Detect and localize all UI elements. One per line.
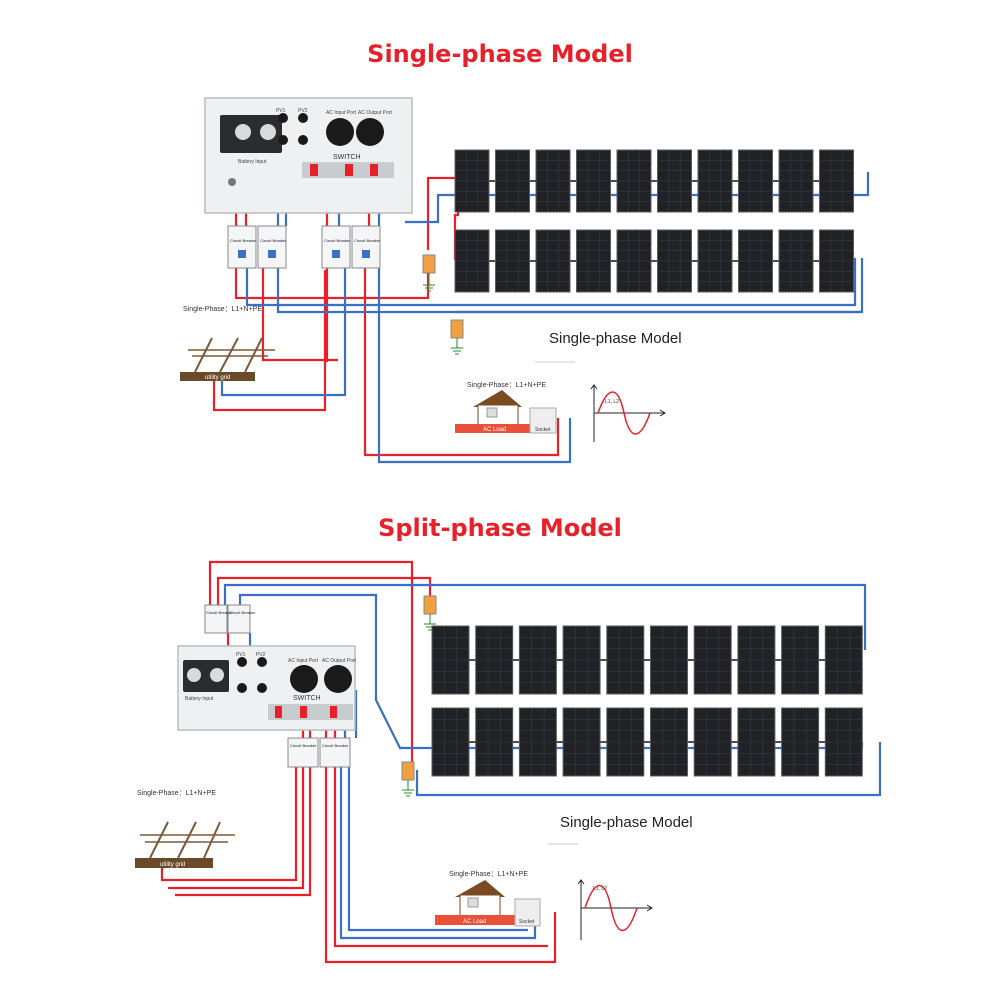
- grid-supply-label: Single-Phase：L1+N+PE: [183, 306, 262, 313]
- ac-load-label: AC Load: [483, 427, 506, 433]
- array-label: Single-phase Model: [560, 814, 693, 831]
- waveform-label: L1, L2: [605, 399, 619, 405]
- ground-icon: [451, 338, 463, 355]
- switch-label: SWITCH: [333, 154, 361, 161]
- socket-label: Socket: [519, 919, 535, 925]
- switch-label: SWITCH: [293, 695, 321, 702]
- pv-port-icon: [257, 683, 267, 693]
- surge-protector: [401, 761, 415, 797]
- single-phase-diagram: Battery Input PV1 PV2 AC Input Port AC O…: [180, 97, 870, 464]
- house-icon: [473, 390, 522, 407]
- breaker-label: Circuit Breaker: [354, 238, 381, 243]
- ground-icon: [423, 273, 435, 292]
- battery-terminal-icon: [187, 668, 201, 682]
- ac-output-label: AC Output Port: [322, 658, 357, 664]
- battery-input-label: Battery Input: [238, 159, 267, 165]
- pv2-label: PV2: [298, 108, 308, 114]
- load-supply-label: Single-Phase：L1+N+PE: [449, 871, 528, 878]
- load-supply-label: Single-Phase：L1+N+PE: [467, 382, 546, 389]
- circuit-breakers: Circuit Breaker Circuit Breaker Circuit …: [227, 225, 381, 269]
- split-phase-diagram: Circuit Breaker Circuit Breaker Battery …: [135, 560, 882, 964]
- surge-protector: [450, 319, 464, 355]
- breaker-label: Circuit Breaker: [229, 610, 256, 615]
- circuit-breakers-top: Circuit Breaker Circuit Breaker: [204, 604, 256, 634]
- socket-icon: [514, 898, 541, 927]
- socket-label: Socket: [535, 427, 551, 433]
- breaker-label: Circuit Breaker: [322, 743, 349, 748]
- sine-waveform: L1, L2: [590, 384, 666, 442]
- breaker-label: Circuit Breaker: [324, 238, 351, 243]
- pv-port-icon: [298, 135, 308, 145]
- pv1-label: PV1: [276, 108, 286, 114]
- utility-grid: Single-Phase：L1+N+PE utility grid: [180, 306, 275, 381]
- house-icon: [455, 880, 505, 897]
- ac-load-label: AC Load: [463, 919, 486, 925]
- sine-wave-icon: [597, 391, 651, 435]
- battery-input-label: Battery Input: [185, 696, 214, 702]
- ac-input-port-icon: [326, 118, 354, 146]
- circuit-breakers-bottom: Circuit Breaker Circuit Breaker: [287, 737, 351, 768]
- pv-port-icon: [257, 657, 267, 667]
- power-pole-icon: [149, 821, 221, 859]
- battery-terminal-icon: [210, 668, 224, 682]
- pv-port-icon: [298, 113, 308, 123]
- ac-input-label: AC Input Port: [326, 110, 357, 116]
- grid-supply-label: Single-Phase：L1+N+PE: [137, 790, 216, 797]
- surge-protector: [422, 254, 436, 292]
- solar-array: [454, 149, 854, 293]
- ac-input-label: AC Input Port: [288, 658, 319, 664]
- array-label: Single-phase Model: [549, 330, 682, 347]
- waveform-label: L1, L2: [593, 886, 607, 892]
- pv-port-icon: [278, 135, 288, 145]
- pv1-label: PV1: [236, 652, 246, 658]
- sine-wave-icon: [584, 885, 638, 931]
- socket-icon: [529, 407, 557, 434]
- inverter-unit: Battery Input PV1 PV2 AC Input Port AC O…: [204, 97, 413, 214]
- ground-icon: [402, 780, 414, 797]
- breaker-label: Circuit Breaker: [260, 238, 287, 243]
- ac-input-port-icon: [290, 665, 318, 693]
- ac-output-port-icon: [324, 665, 352, 693]
- pv2-label: PV2: [256, 652, 266, 658]
- breaker-label: Circuit Breaker: [230, 238, 257, 243]
- surge-protector: [423, 595, 437, 631]
- section-title-split-phase: Split-phase Model: [378, 514, 622, 542]
- ac-output-port-icon: [356, 118, 384, 146]
- breaker-label: Circuit Breaker: [206, 610, 233, 615]
- solar-array: [431, 625, 863, 777]
- ground-icon: [424, 614, 436, 631]
- utility-grid-label: utility grid: [160, 862, 185, 868]
- power-pole-icon: [194, 337, 263, 373]
- pv-port-icon: [237, 657, 247, 667]
- ac-load: Single-Phase：L1+N+PE AC Load Socket: [435, 871, 541, 927]
- ac-output-label: AC Output Port: [358, 110, 393, 116]
- utility-grid: Single-Phase：L1+N+PE utility grid: [135, 790, 235, 868]
- battery-terminal-icon: [260, 124, 276, 140]
- utility-grid-label: utility grid: [205, 375, 230, 381]
- section-title-single-phase: Single-phase Model: [367, 40, 633, 68]
- battery-terminal-icon: [235, 124, 251, 140]
- inverter-unit: Battery Input PV1 PV2 AC Input Port AC O…: [177, 645, 357, 731]
- sine-waveform: L1, L2: [577, 879, 653, 940]
- pv-port-icon: [278, 113, 288, 123]
- breaker-label: Circuit Breaker: [290, 743, 317, 748]
- ac-load: Single-Phase：L1+N+PE AC Load Socket: [455, 382, 557, 434]
- pv-port-icon: [237, 683, 247, 693]
